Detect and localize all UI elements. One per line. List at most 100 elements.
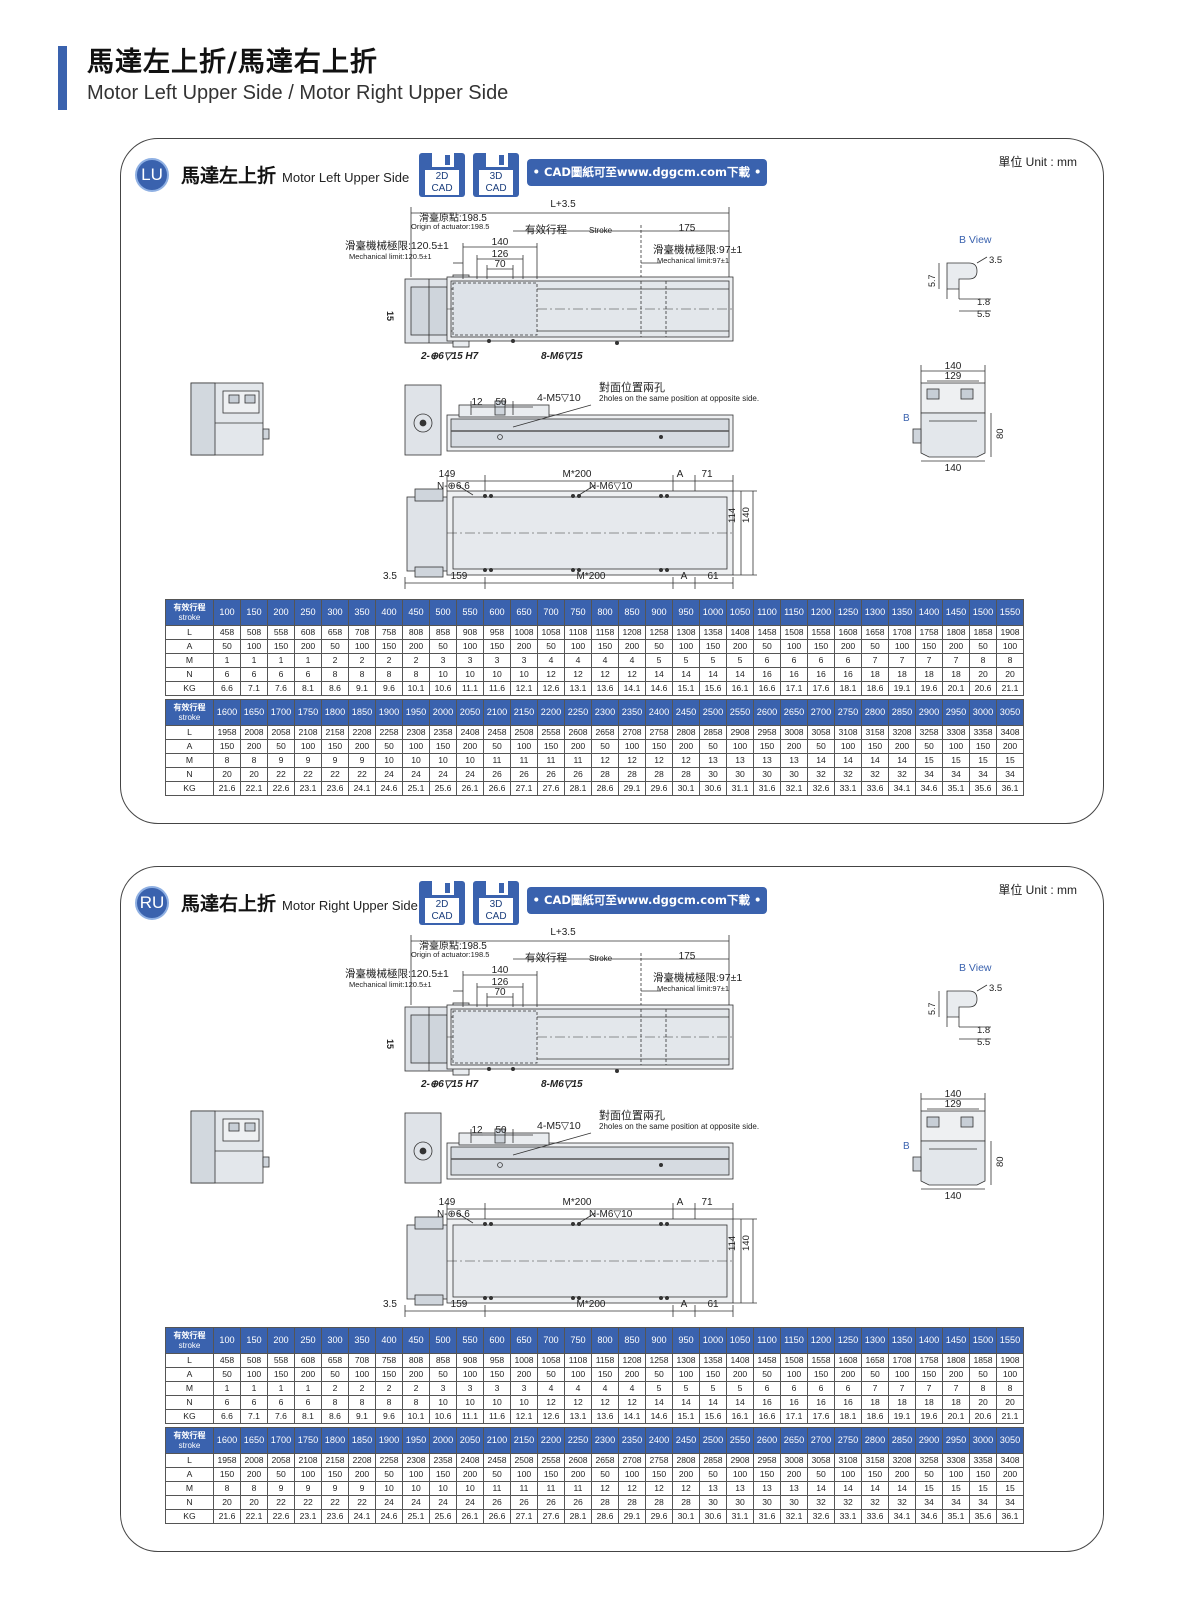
table-cell: 28 <box>591 767 619 782</box>
table-cell: 11.6 <box>483 1409 511 1424</box>
dim-140-side: 140 <box>741 1235 752 1251</box>
table-cell: 11.6 <box>483 681 511 696</box>
table-cell: 12 <box>645 753 673 768</box>
table-cell: 19.1 <box>888 1409 916 1424</box>
stroke-value: 1350 <box>888 599 916 626</box>
stroke-value: 1050 <box>726 599 754 626</box>
table-cell: 50 <box>807 1467 835 1482</box>
table-cell: 30 <box>726 767 754 782</box>
table-cell: 28 <box>618 767 646 782</box>
table-cell: 34 <box>942 767 970 782</box>
table-cell: 9 <box>294 1481 322 1496</box>
table-cell: 150 <box>375 639 403 654</box>
table-cell: 10.6 <box>429 681 457 696</box>
table-cell: 8 <box>213 753 241 768</box>
table-cell: 10.6 <box>429 1409 457 1424</box>
stroke-value: 500 <box>429 599 457 626</box>
side-view <box>404 384 734 456</box>
table-cell: 32.6 <box>807 781 835 796</box>
table-cell: 50 <box>699 739 727 754</box>
stroke-header-en: stroke <box>178 712 201 722</box>
cad-3d-download-icon[interactable]: 3D CAD <box>473 881 519 925</box>
table-cell: 14.1 <box>618 681 646 696</box>
cad-2d-download-icon[interactable]: 2D CAD <box>419 881 465 925</box>
table-cell: 28.6 <box>591 1509 619 1524</box>
table-cell: 1258 <box>645 625 673 640</box>
table-cell: 6 <box>753 1381 781 1396</box>
table-cell: 7 <box>861 1381 889 1396</box>
table-cell: 2808 <box>672 1453 700 1468</box>
table-cell: 100 <box>294 739 322 754</box>
table-cell: 50 <box>375 739 403 754</box>
table-cell: 26 <box>510 1495 538 1510</box>
table-cell: 50 <box>969 1367 997 1382</box>
table-cell: 18 <box>942 1395 970 1410</box>
panel-badge: RU <box>135 886 169 920</box>
row-label: N <box>165 767 214 782</box>
cad-download-banner[interactable]: • CAD圖紙可至www.dggcm.com下載 • <box>527 159 767 186</box>
table-cell: 13 <box>726 753 754 768</box>
table-cell: 150 <box>483 639 511 654</box>
table-cell: 16 <box>753 1395 781 1410</box>
b-view-title: B View <box>959 234 992 246</box>
row-label: M <box>165 1481 214 1496</box>
table-cell: 28 <box>591 1495 619 1510</box>
mech-right-zh: 滑臺機械極限:97±1 <box>653 971 742 984</box>
table-cell: 6 <box>294 667 322 682</box>
table-cell: 33.1 <box>834 1509 862 1524</box>
dim-a-bottom: A <box>681 571 688 582</box>
cad-2d-download-icon[interactable]: 2D CAD <box>419 153 465 197</box>
table-cell: 100 <box>456 1367 484 1382</box>
stroke-value: 2300 <box>591 699 619 726</box>
cad-download-banner[interactable]: • CAD圖紙可至www.dggcm.com下載 • <box>527 887 767 914</box>
table-cell: 200 <box>942 1367 970 1382</box>
table-cell: 26 <box>483 767 511 782</box>
stroke-en: Stroke <box>589 226 613 235</box>
dim-70: 70 <box>494 987 506 998</box>
opposite-en: 2holes on the same position at opposite … <box>599 394 759 403</box>
table-cell: 50 <box>699 1467 727 1482</box>
table-cell: 10 <box>402 1481 430 1496</box>
table-cell: 1 <box>240 1381 268 1396</box>
dim-149: 149 <box>439 469 456 480</box>
cad-3d-download-icon[interactable]: 3D CAD <box>473 153 519 197</box>
b-marker: B <box>903 1141 910 1152</box>
table-cell: 2658 <box>591 725 619 740</box>
table-cell: 10.1 <box>402 1409 430 1424</box>
dim-80: 80 <box>995 428 1006 439</box>
table-cell: 10 <box>429 1395 457 1410</box>
stroke-value: 750 <box>564 599 592 626</box>
stroke-value: 1650 <box>240 1427 268 1454</box>
stroke-value: 1700 <box>267 699 295 726</box>
table-cell: 31.1 <box>726 781 754 796</box>
table-cell: 1758 <box>915 1353 943 1368</box>
stroke-header-en: stroke <box>178 1440 201 1450</box>
table-cell: 200 <box>996 1467 1024 1482</box>
stroke-value: 2000 <box>429 1427 457 1454</box>
dim-15: 15 <box>385 311 395 321</box>
table-cell: 18 <box>915 1395 943 1410</box>
stroke-value: 550 <box>456 599 484 626</box>
stroke-value: 1450 <box>942 599 970 626</box>
table-cell: 1158 <box>591 1353 619 1368</box>
table-cell: 3308 <box>942 1453 970 1468</box>
table-cell: 100 <box>726 1467 754 1482</box>
table-cell: 9 <box>294 753 322 768</box>
table-cell: 22 <box>348 767 376 782</box>
table-cell: 12 <box>618 667 646 682</box>
table-cell: 22 <box>267 767 295 782</box>
dim-149: 149 <box>439 1197 456 1208</box>
table-cell: 4 <box>618 653 646 668</box>
table-cell: 26.1 <box>456 1509 484 1524</box>
stroke-value: 300 <box>321 599 349 626</box>
dim-140-end: 140 <box>945 1089 962 1100</box>
table-cell: 9.6 <box>375 681 403 696</box>
table-cell: 858 <box>429 625 457 640</box>
table-cell: 14 <box>645 1395 673 1410</box>
mech-left-zh: 滑臺機械極限:120.5±1 <box>345 239 449 252</box>
panel-title-en: Motor Right Upper Side <box>282 898 418 913</box>
table-cell: 20 <box>996 667 1024 682</box>
table-cell: 13 <box>699 1481 727 1496</box>
table-cell: 2608 <box>564 1453 592 1468</box>
